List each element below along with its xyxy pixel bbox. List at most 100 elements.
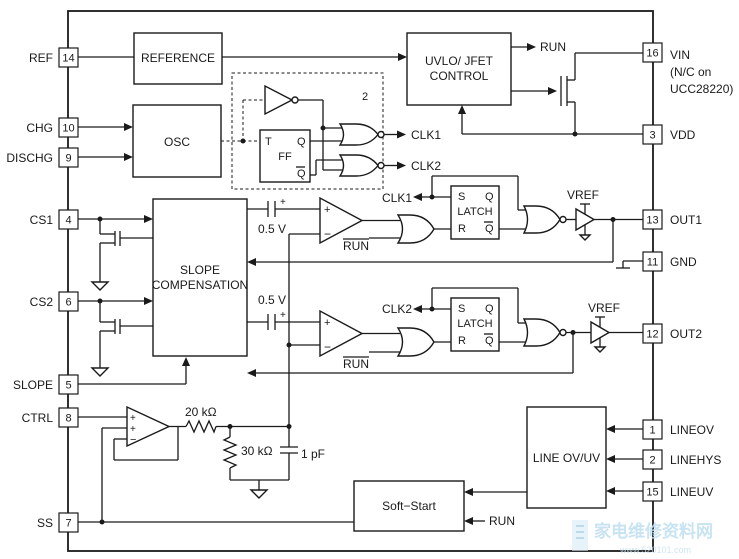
pin-slope-num: 5 [65, 380, 71, 392]
latch1-qbar-pin: Q [485, 223, 494, 235]
clk2-label: CLK2 [411, 159, 441, 173]
r1-value: 20 kΩ [185, 405, 217, 419]
pin-chg-label: CHG [26, 121, 53, 135]
vin-note-line2: UCC28220) [670, 82, 733, 96]
output-driver-ch2: VREF [588, 301, 620, 353]
c1-value: 1 pF [301, 447, 325, 461]
pin-cs2: 6 CS2 [30, 291, 79, 312]
pin-cs2-num: 6 [65, 297, 71, 309]
resistor-20k: 20 kΩ [185, 405, 217, 434]
latch1-q-pin: Q [485, 191, 494, 203]
pin-vdd-num: 3 [649, 130, 655, 142]
pin-out1-label: OUT1 [670, 213, 702, 227]
offset-plus-ch2: + [280, 310, 286, 321]
nor-gate-out1 [522, 205, 567, 234]
ctrl-amp-plus2: + [130, 424, 136, 435]
pin-vdd: 3 VDD [642, 124, 696, 145]
pin-vdd-label: VDD [670, 128, 696, 142]
pwm-comparator-ch2: + − [319, 309, 364, 358]
pin-ss: 7 SS [37, 512, 79, 533]
pin-chg: 10 CHG [26, 117, 79, 138]
pin-ss-num: 7 [65, 518, 71, 530]
pin-gnd-num: 11 [647, 257, 658, 269]
comp1-minus: − [324, 227, 331, 241]
watermark: 家电维修资料网 www.520101.com [572, 520, 713, 555]
pin-dischg: 9 DISCHG [6, 147, 79, 168]
pin-out1-num: 13 [646, 215, 658, 227]
slope-label-line2: COMPENSATION [152, 278, 248, 292]
pin-out2-num: 12 [646, 329, 658, 341]
pin-ctrl-num: 8 [65, 413, 71, 425]
clock-divider-region [231, 72, 384, 190]
slope-compensation-block: SLOPE COMPENSATION [152, 198, 248, 357]
offset-label-ch2: 0.5 V [258, 293, 286, 307]
pin-cs1-label: CS1 [30, 213, 54, 227]
offset-source-ch1: + 0.5 V [258, 197, 286, 236]
chip-outline [67, 10, 654, 552]
latch2-label: LATCH [457, 318, 492, 330]
pin-lineov-label: LINEOV [670, 423, 714, 437]
run-label-top: RUN [540, 40, 566, 54]
pin-cs2-label: CS2 [30, 295, 54, 309]
pin-linehys-num: 2 [649, 455, 655, 467]
nor-gate-out2 [522, 318, 567, 347]
pin-slope-label: SLOPE [13, 378, 53, 392]
latch2-s-pin: S [458, 303, 465, 315]
clk2-latch-label: CLK2 [382, 302, 412, 316]
run-label-ch2: RUN [343, 357, 369, 371]
pin-lineov: 1 LINEOV [642, 419, 714, 440]
run-label-ss: RUN [489, 514, 515, 528]
pin-ref-label: REF [29, 51, 53, 65]
reference-label: REFERENCE [141, 51, 215, 65]
uvlo-jfet-block: UVLO/ JFET CONTROL [406, 32, 512, 106]
pin-cs1-num: 4 [65, 215, 71, 227]
pin-vin: 16 VIN (N/C on UCC28220) [642, 42, 733, 96]
pin-ref: 14 REF [29, 47, 79, 68]
clk1-latch-label: CLK1 [382, 191, 412, 205]
latch1-label: LATCH [457, 206, 492, 218]
pin-dischg-label: DISCHG [6, 151, 53, 165]
comp2-plus: + [324, 317, 330, 329]
resistor-30k: 30 kΩ [222, 426, 273, 480]
uvlo-label-line1: UVLO/ JFET [425, 54, 494, 68]
r2-value: 30 kΩ [241, 444, 273, 458]
nor-gate-clk2 [338, 154, 385, 177]
run-label-ch1: RUN [343, 239, 369, 253]
pin-slope: 5 SLOPE [13, 374, 79, 395]
jfet-transistor [511, 52, 643, 134]
ff-t-pin: T [265, 136, 272, 148]
comp1-plus: + [324, 204, 330, 216]
latch-ch2: S Q LATCH R Q [450, 297, 500, 352]
ff-qbar-pin: Q [297, 168, 306, 180]
ctrl-buffer-amp: + + − [126, 405, 171, 448]
or-gate-ch2 [396, 327, 435, 357]
pin-dischg-num: 9 [65, 153, 71, 165]
ff-label: FF [278, 151, 292, 163]
clk1-label: CLK1 [411, 128, 441, 142]
vin-note-line1: (N/C on [670, 65, 711, 79]
pin-out2-label: OUT2 [670, 327, 702, 341]
pin-ref-num: 14 [62, 53, 74, 65]
pin-cs1: 4 CS1 [30, 209, 79, 230]
slope-label-line1: SLOPE [180, 263, 220, 277]
pin-lineuv-label: LINEUV [670, 485, 713, 499]
comp2-minus: − [324, 340, 331, 354]
pwm-comparator-ch1: + − [319, 196, 364, 245]
latch2-r-pin: R [458, 335, 466, 347]
reference-block: REFERENCE [78, 32, 223, 85]
nor-gate-clk1 [338, 123, 385, 146]
pin-ss-label: SS [37, 516, 53, 530]
latch-ch1: S Q LATCH R Q [450, 185, 500, 240]
line-ov-uv-block: LINE OV/UV [526, 406, 607, 509]
osc-label: OSC [164, 135, 190, 149]
soft-start-block: Soft−Start [353, 480, 465, 532]
pin-gnd-label: GND [670, 255, 697, 269]
cs2-discharge-transistor [90, 301, 153, 377]
latch1-r-pin: R [458, 223, 466, 235]
pin-out2: 12 OUT2 [642, 323, 702, 344]
osc-block: OSC [132, 104, 222, 178]
cs1-discharge-transistor [90, 222, 153, 291]
or-gate-ch1 [396, 214, 435, 244]
pin-linehys: 2 LINEHYS [642, 449, 721, 470]
ctrl-amp-plus1: + [130, 413, 136, 424]
